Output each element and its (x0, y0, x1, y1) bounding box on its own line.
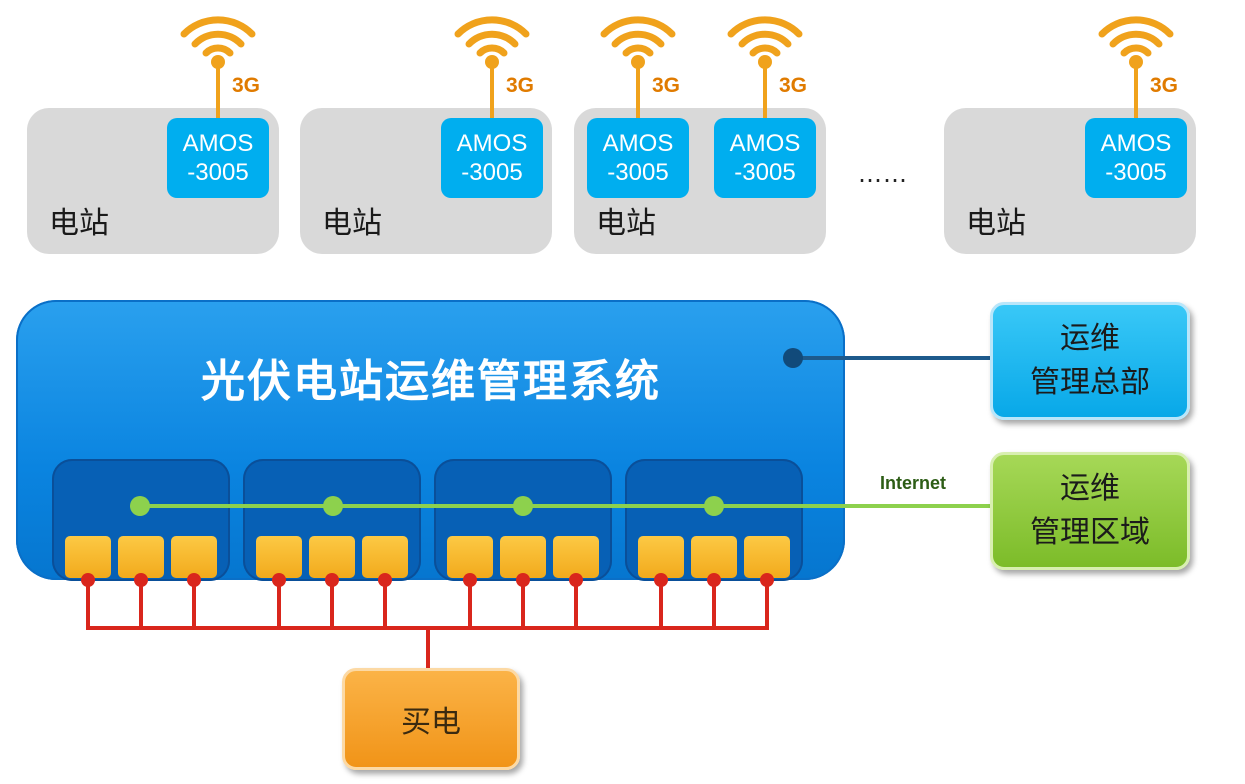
port (256, 536, 302, 578)
amos-model-line2: -3005 (607, 159, 669, 186)
port (362, 536, 408, 578)
ops-headquarters-box: 运维 管理总部 (990, 302, 1190, 420)
internet-node-dot (513, 496, 533, 516)
port (691, 536, 737, 578)
power-lines (86, 580, 769, 668)
station-label: 电站 (322, 206, 382, 241)
port (65, 536, 111, 578)
main-system-title: 光伏电站运维管理系统 (201, 356, 661, 407)
amos-model-line2: -3005 (187, 159, 249, 186)
amos-device: AMOS -3005 (587, 118, 689, 198)
zone-line2: 管理区域 (1030, 515, 1150, 550)
hq-line2: 管理总部 (1030, 365, 1150, 400)
internet-node-dot (704, 496, 724, 516)
wifi-antenna-icon (454, 16, 530, 118)
station-label: 电站 (49, 206, 109, 241)
port (171, 536, 217, 578)
network-3g-label: 3G (506, 74, 535, 97)
amos-model-line2: -3005 (734, 159, 796, 186)
ops-zone-box: 运维 管理区域 (990, 452, 1190, 570)
amos-model-line1: AMOS (602, 130, 674, 157)
port (309, 536, 355, 578)
network-3g-label: 3G (232, 74, 261, 97)
amos-model-line1: AMOS (456, 130, 528, 157)
buy-power-box: 买电 (342, 668, 520, 770)
amos-device: AMOS -3005 (714, 118, 816, 198)
power-dots (81, 573, 774, 587)
amos-device: AMOS -3005 (1085, 118, 1187, 198)
network-3g-label: 3G (652, 74, 681, 97)
port (447, 536, 493, 578)
station-label: 电站 (596, 206, 656, 241)
port (500, 536, 546, 578)
station-label: 电站 (966, 206, 1026, 241)
buy-power-label: 买电 (401, 705, 461, 740)
wifi-antenna-icon (180, 16, 256, 118)
internet-node-dot (130, 496, 150, 516)
amos-model-line2: -3005 (1105, 159, 1167, 186)
port (553, 536, 599, 578)
zone-line1: 运维 (1060, 471, 1120, 506)
amos-device: AMOS -3005 (167, 118, 269, 198)
wifi-antenna-icon (727, 16, 803, 118)
amos-model-line1: AMOS (182, 130, 254, 157)
internet-node-dot (323, 496, 343, 516)
amos-model-line1: AMOS (1100, 130, 1172, 157)
network-3g-label: 3G (1150, 74, 1179, 97)
port (744, 536, 790, 578)
wifi-antenna-icon (600, 16, 676, 118)
amos-model-line2: -3005 (461, 159, 523, 186)
port (118, 536, 164, 578)
hq-connection-dot (783, 348, 803, 368)
amos-device: AMOS -3005 (441, 118, 543, 198)
wifi-antenna-icon (1098, 16, 1174, 118)
amos-model-line1: AMOS (729, 130, 801, 157)
hq-line1: 运维 (1060, 321, 1120, 356)
network-3g-label: 3G (779, 74, 808, 97)
internet-label: Internet (880, 473, 947, 493)
port (638, 536, 684, 578)
more-stations-ellipsis: …… (858, 160, 908, 188)
